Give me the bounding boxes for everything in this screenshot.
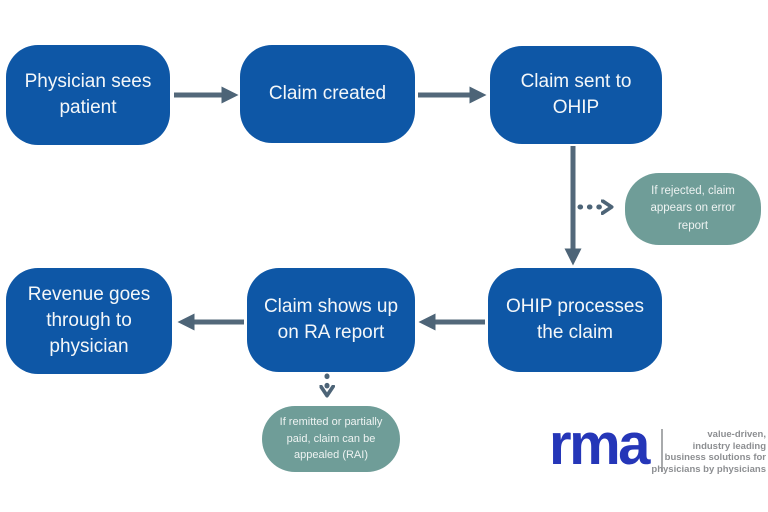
brand-tagline: value-driven, industry leading business … — [636, 429, 766, 475]
node-label: Physician sees patient — [24, 70, 152, 118]
node-ohip-processes-claim: OHIP processes the claim — [488, 268, 662, 372]
node-revenue-to-physician: Revenue goes through to physician — [6, 268, 172, 374]
note-rejected-error-report: If rejected, claim appears on error repo… — [625, 173, 761, 245]
note-label: If remitted or partially paid, claim can… — [279, 416, 383, 462]
node-claim-on-ra-report: Claim shows up on RA report — [247, 268, 415, 372]
node-label: OHIP processes the claim — [506, 295, 644, 343]
node-claim-created: Claim created — [240, 45, 415, 143]
rma-logo: rma — [549, 412, 650, 477]
logo-divider-line — [661, 429, 663, 472]
tagline-line-4: physicians by physicians — [651, 463, 766, 475]
note-label: If rejected, claim appears on error repo… — [650, 185, 736, 232]
node-label: Claim created — [268, 82, 387, 104]
node-label: Claim shows up on RA report — [263, 295, 399, 343]
node-label: Claim sent to OHIP — [520, 70, 632, 118]
note-appeal-rai: If remitted or partially paid, claim can… — [262, 406, 400, 472]
tagline-line-2: industry leading — [692, 440, 766, 452]
node-claim-sent-to-ohip: Claim sent to OHIP — [490, 46, 662, 144]
tagline-line-3: business solutions for — [664, 452, 766, 464]
node-label: Revenue goes through to physician — [27, 283, 151, 358]
node-physician-sees-patient: Physician sees patient — [6, 45, 170, 145]
tagline-line-1: value-driven, — [707, 429, 766, 440]
